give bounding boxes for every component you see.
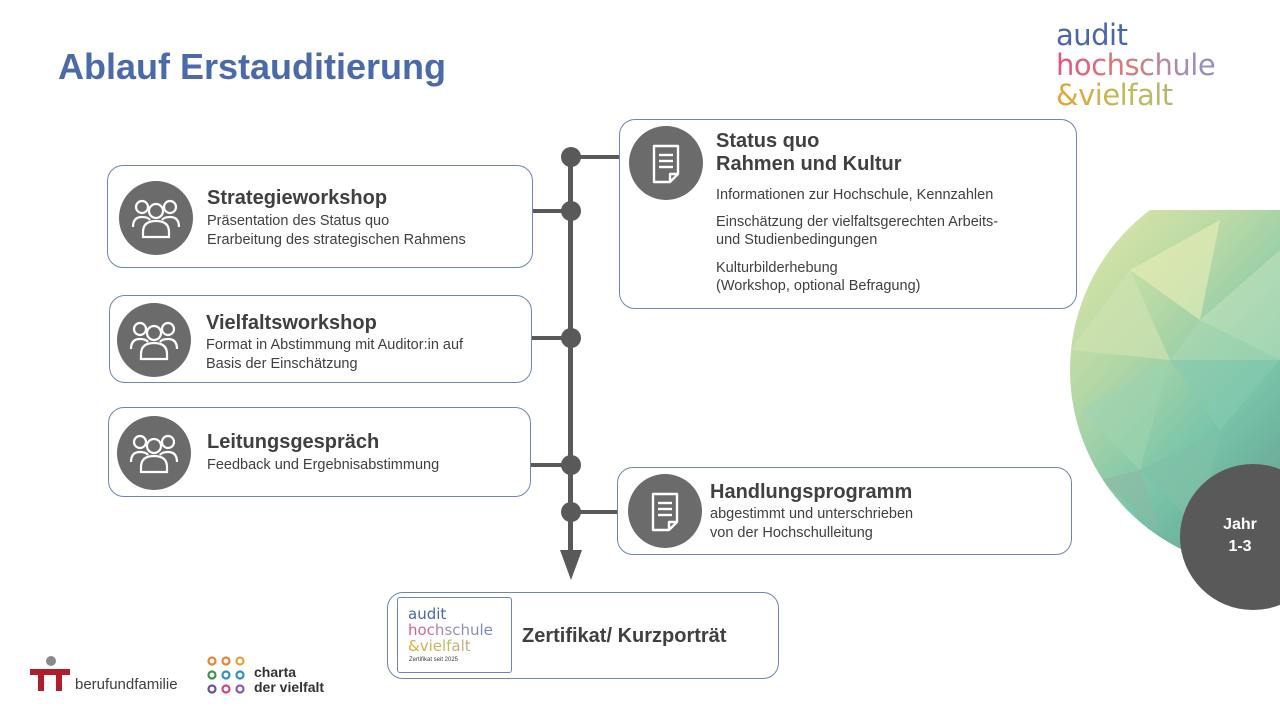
timeline-line [568,156,573,560]
connector-status [572,155,622,159]
document-icon [628,474,702,548]
connector-vielfalt [532,336,572,340]
certificate-label: Zertifikat/ Kurzporträt [522,625,727,647]
card-line: Präsentation des Status quo [207,213,390,229]
connector-leitung [530,463,572,467]
logo-line-vielfalt: &vielfalt [1056,80,1256,110]
charta-der-vielfalt-logo-icon [207,656,245,694]
timeline-dot [561,328,581,348]
card-title: Leitungsgespräch [207,431,380,453]
berufundfamilie-text: berufundfamilie [75,676,178,693]
certificate-logo: audit hochschule &vielfalt [408,606,493,654]
charta-text: charta der vielfalt [254,665,324,695]
card-vielfaltsworkshop: Vielfaltsworkshop Format in Abstimmung m… [109,295,532,383]
logo-line-hochschule: hochschule [1056,50,1256,80]
page-title: Ablauf Erstauditierung [58,46,447,87]
timeline-dot [561,201,581,221]
card-line: Einschätzung der vielfaltsgerechten Arbe… [716,214,999,230]
group-icon [119,181,193,255]
audit-hochschule-vielfalt-logo: audit hochschule &vielfalt [1056,20,1256,110]
connector-strategie [532,209,572,213]
charta-line2: der vielfalt [254,679,325,695]
card-line: Erarbeitung des strategischen Rahmens [207,232,466,248]
charta-line1: charta [254,664,297,680]
cert-logo-line2: hochschule [408,621,493,639]
timeline-dot [561,502,581,522]
card-line: Informationen zur Hochschule, Kennzahlen [716,187,994,203]
group-icon [117,303,191,377]
document-icon [629,126,703,200]
card-leitungsgespraech: Leitungsgespräch Feedback und Ergebnisab… [108,407,531,497]
card-line: (Workshop, optional Befragung) [716,278,921,294]
card-title: Status quo [716,130,820,152]
card-line: und Studienbedingungen [716,232,878,248]
certificate-logo-box: audit hochschule &vielfalt Zertifikat se… [397,597,512,673]
decorative-polygon-sphere [1070,210,1280,550]
card-line: Kulturbilderhebung [716,260,838,276]
connector-handlung [572,510,618,514]
card-handlungsprogramm: Handlungsprogramm abgestimmt und untersc… [617,467,1072,555]
card-line: von der Hochschulleitung [710,525,873,541]
year-badge-line1: Jahr [1223,516,1257,533]
card-line: abgestimmt und unterschrieben [710,506,914,522]
card-strategieworkshop: Strategieworkshop Präsentation des Statu… [107,165,533,268]
timeline-arrow [560,550,582,580]
card-line: Feedback und Ergebnisabstimmung [207,457,440,473]
card-title: Handlungsprogramm [710,481,913,503]
card-title-line2: Rahmen und Kultur [716,153,902,175]
card-line: Basis der Einschätzung [206,356,358,372]
card-title: Strategieworkshop [207,187,388,209]
berufundfamilie-logo-icon [30,656,70,691]
group-icon [117,416,191,490]
certificate-subtext: Zertifikat seit 2025 [409,657,459,663]
cert-logo-line1: audit [408,605,447,623]
timeline-dot [561,455,581,475]
card-status-quo: Status quo Rahmen und Kultur Information… [619,119,1077,309]
logo-line-audit: audit [1056,18,1128,52]
cert-logo-line3: &vielfalt [408,638,493,654]
timeline-dot [561,147,581,167]
year-badge-line2: 1-3 [1228,538,1252,555]
card-line: Format in Abstimmung mit Auditor:in auf [206,337,464,353]
card-title: Vielfaltsworkshop [206,312,377,334]
